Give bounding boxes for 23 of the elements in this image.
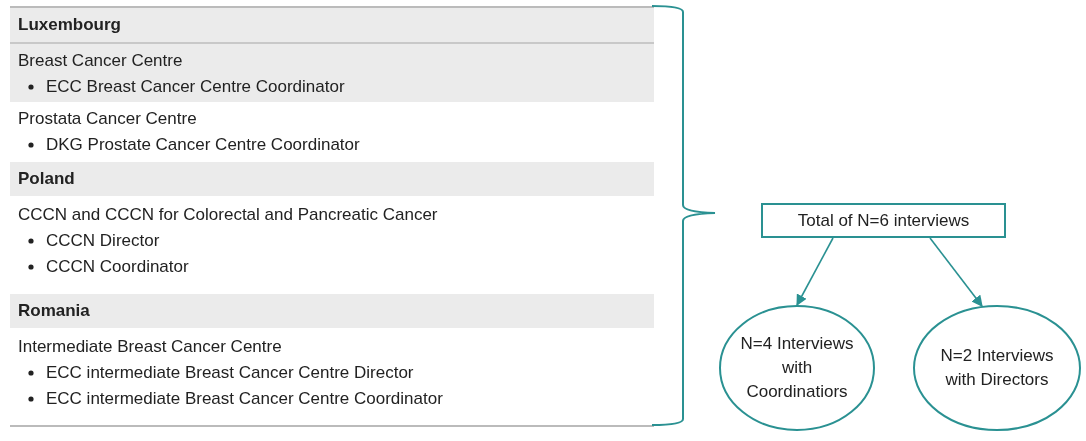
- row-heading: Intermediate Breast Cancer Centre: [18, 336, 282, 358]
- row-heading: CCCN and CCCN for Colorectal and Pancreatic Cancer: [18, 204, 438, 226]
- row-heading: Breast Cancer Centre: [18, 50, 183, 72]
- row-heading: Prostata Cancer Centre: [18, 108, 197, 130]
- box-label: Total of N=6 interviews: [797, 209, 970, 232]
- country-header-row: [10, 8, 654, 42]
- result-ellipse: [719, 305, 875, 431]
- total-box: [761, 203, 1006, 238]
- country-heading: Romania: [18, 300, 90, 322]
- bullet-item: ECC intermediate Breast Cancer Centre Director: [46, 362, 414, 384]
- result-ellipse: [913, 305, 1081, 431]
- arrow: [929, 237, 983, 307]
- arrow: [796, 237, 834, 306]
- country-heading: Poland: [18, 168, 75, 190]
- bullet-item: ECC intermediate Breast Cancer Centre Coordinator: [46, 388, 443, 410]
- bullet-item: CCCN Coordinator: [46, 256, 189, 278]
- bullet-item: CCCN Director: [46, 230, 160, 252]
- country-heading: Luxembourg: [18, 14, 121, 36]
- table-row: [10, 42, 654, 102]
- ellipse-label: N=2 Interviews with Directors: [939, 345, 1055, 391]
- bullet-item: DKG Prostate Cancer Centre Coordinator: [46, 134, 360, 156]
- ellipse-label: N=4 Interviews with Coordinatiors: [739, 333, 855, 403]
- bullet-item: ECC Breast Cancer Centre Coordinator: [46, 76, 345, 98]
